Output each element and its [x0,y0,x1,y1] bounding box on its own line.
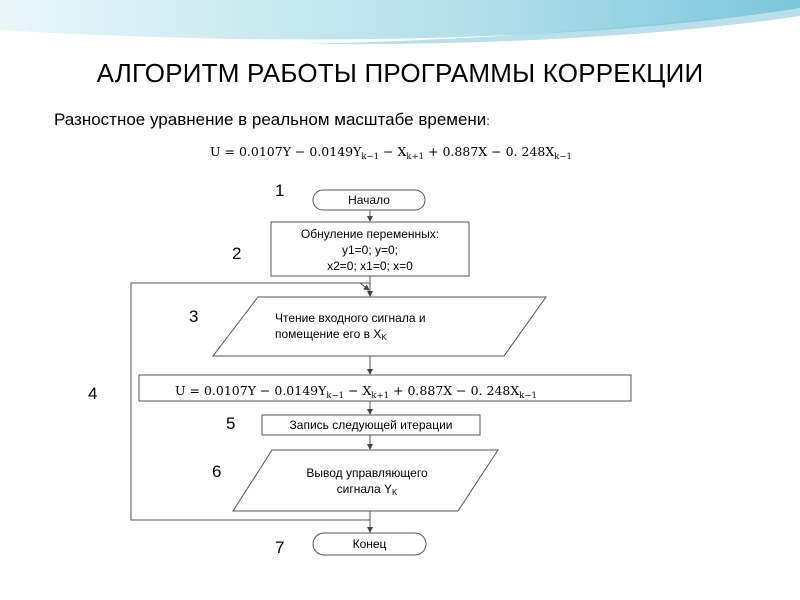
read-sub: K [381,333,387,342]
write-label: Запись следующей итерации [289,418,453,432]
write-iteration-block [261,414,481,436]
difference-equation-block: U = 0.0107Y − 0.0149Yk−1 − Xk+1 + 0.887X… [175,382,537,405]
loop-back-arrow [359,282,370,291]
box-formula-sub-2: k+1 [371,391,390,401]
step-number-3: 3 [189,307,199,326]
loop-back-line [130,282,370,521]
read-input-block [211,296,547,357]
step-number-2: 2 [232,244,242,263]
end-label: Конец [352,537,387,551]
output-line-2-wrap: сигнала YK [262,481,472,501]
output-block [232,449,499,512]
formula-sub-3: k−1 [554,152,572,162]
output-label: Вывод управляющего сигнала YK [262,465,472,501]
header-swoosh-decoration [0,0,800,48]
reset-line-3: x2=0; x1=0; x=0 [327,259,413,273]
start-terminator [312,189,426,211]
output-line-1: Вывод управляющего [306,466,428,480]
reset-line-2: y1=0; y=0; [341,243,399,257]
read-line-2-wrap: помещение его в XK [275,326,505,346]
end-terminator [312,532,427,556]
reset-line-1: Обнуление переменных: [300,227,440,241]
step-number-1: 1 [275,181,285,200]
step-number-7: 7 [275,538,285,557]
subtitle-text: Разностное уравнение в реальном масштабе… [54,110,487,129]
start-label: Начало [348,193,390,207]
formula-sub-1: k−1 [361,152,380,162]
read-line-1: Чтение входного сигнала и [275,311,426,325]
box-formula-part-1: U = 0.0107Y − 0.0149Y [175,383,327,398]
box-formula-sub-1: k−1 [326,391,345,401]
output-sub: K [392,488,398,497]
formula-sub-2: k+1 [406,152,425,162]
output-line-2: сигнала Y [336,482,393,496]
step-number-5: 5 [226,414,236,433]
formula-part-1: U = 0.0107Y − 0.0149Y [210,144,362,159]
box-formula-part-2: − X [344,383,372,398]
read-line-2: помещение его в X [275,327,382,341]
step-number-6: 6 [212,462,222,481]
subtitle: Разностное уравнение в реальном масштабе… [54,110,490,130]
reset-process-block [270,221,470,277]
subtitle-colon: : [486,114,490,128]
page-title: АЛГОРИТМ РАБОТЫ ПРОГРАММЫ КОРРЕКЦИИ [96,58,704,88]
formula-part-2: − X [379,144,407,159]
read-label: Чтение входного сигнала и помещение его … [275,310,505,346]
step-number-4: 4 [88,384,98,403]
formula-process-block [138,374,632,402]
box-formula-sub-3: k−1 [519,391,537,401]
formula-part-3: + 0.887X − 0. 248X [424,144,555,159]
reset-label: Обнуление переменных: y1=0; y=0; x2=0; x… [271,226,469,274]
box-formula-part-3: + 0.887X − 0. 248X [389,383,520,398]
difference-equation-top: U = 0.0107Y − 0.0149Yk−1 − Xk+1 + 0.887X… [210,143,572,166]
